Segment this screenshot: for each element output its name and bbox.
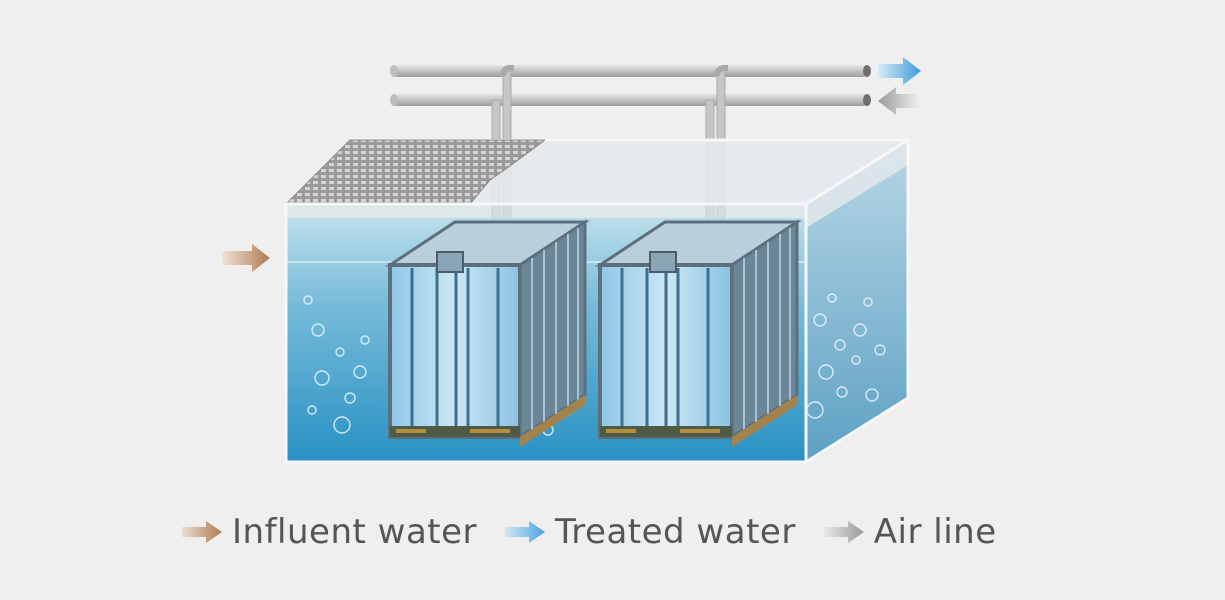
- air-pipe: [390, 94, 871, 106]
- legend-label-air: Air line: [873, 512, 997, 552]
- treated-arrow-icon: [505, 521, 546, 543]
- legend-item-air: Air line: [822, 512, 1023, 552]
- influent-arrow-icon: [182, 521, 222, 543]
- air-arrow-icon: [823, 521, 864, 543]
- membrane-module-1: [385, 219, 590, 447]
- air-bubbles: [303, 293, 886, 436]
- treated-water-arrow-icon: [878, 57, 921, 85]
- legend-label-treated: Treated water: [555, 512, 796, 552]
- legend-item-influent: Influent water: [180, 512, 503, 552]
- air-arrow-icon: [878, 87, 921, 115]
- membrane-module-2: [595, 219, 802, 447]
- legend: Influent water Treated water Air line: [180, 512, 1023, 552]
- treated-water-pipe: [390, 65, 871, 77]
- legend-item-treated: Treated water: [503, 512, 822, 552]
- tank: [282, 138, 912, 464]
- influent-water-arrow-icon: [222, 244, 270, 272]
- legend-label-influent: Influent water: [232, 512, 478, 552]
